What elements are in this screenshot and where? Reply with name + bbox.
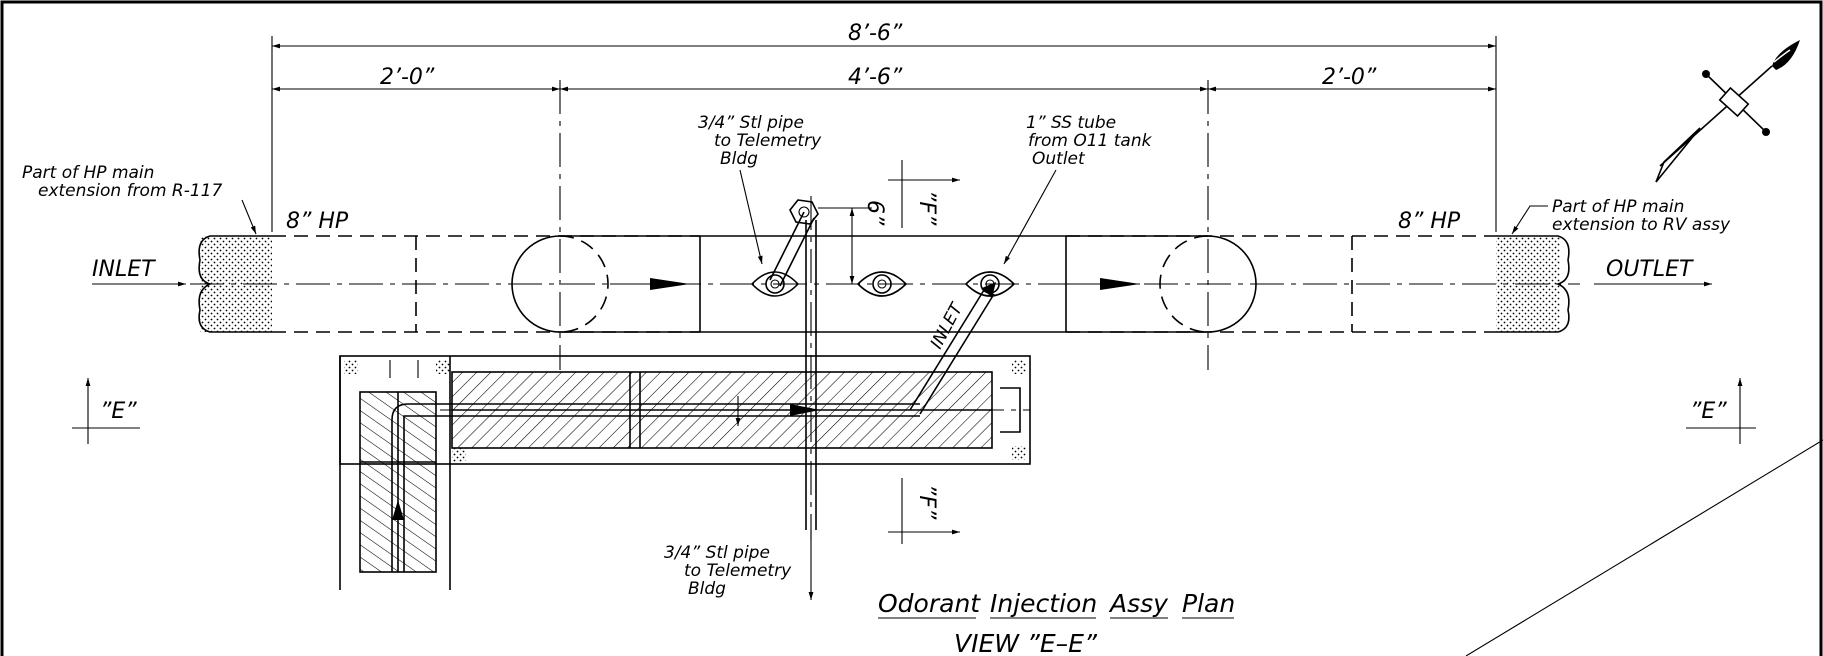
dimension-six-inch: 6” <box>862 200 887 226</box>
section-e-left-marker <box>72 378 140 444</box>
dimension-middle: 4’-6” <box>848 65 903 90</box>
inlet-label: INLET <box>92 257 156 282</box>
tube-leader <box>1003 169 1057 265</box>
pipe-bottom-note-line1: 3/4” Stl pipe <box>664 543 770 563</box>
drawing-title: Odorant Injection Assy Plan VIEW ”E–E” <box>878 589 1235 656</box>
hp-left-label: 8” HP <box>286 209 349 234</box>
title-view-label: VIEW ”E–E” <box>954 629 1098 656</box>
pipe-top-note-line3: Bldg <box>720 149 758 169</box>
tube-note-line1: 1” SS tube <box>1026 113 1116 133</box>
section-e-left-label: ”E” <box>100 399 137 424</box>
diagonal-border-line <box>1465 439 1823 656</box>
hp-main-pipe <box>190 80 1580 370</box>
part-left-leader <box>241 199 257 235</box>
pipe-bottom-note-line3: Bldg <box>688 579 726 599</box>
title-word-odorant: Odorant <box>878 589 981 618</box>
section-f-top-marker <box>888 160 960 228</box>
pipe-top-note-line2: to Telemetry <box>714 131 822 151</box>
dimension-right: 2’-0” <box>1322 65 1377 90</box>
part-left-note-line1: Part of HP main <box>22 163 154 183</box>
part-right-note-line1: Part of HP main <box>1552 197 1684 217</box>
north-arrow-icon <box>1655 40 1800 183</box>
hp-right-label: 8” HP <box>1398 209 1461 234</box>
section-f-bottom-label: ”F” <box>914 484 939 520</box>
dimension-vertical <box>818 207 872 284</box>
title-word-assy: Assy <box>1108 589 1169 618</box>
tube-note-line3: Outlet <box>1032 149 1086 169</box>
pipe-top-note-line1: 3/4” Stl pipe <box>698 113 804 133</box>
part-right-leader <box>1511 205 1548 235</box>
section-e-right-marker <box>1686 378 1756 444</box>
section-f-top-label: ”F” <box>914 190 939 226</box>
dimension-lines <box>271 36 1497 232</box>
title-word-injection: Injection <box>990 589 1097 618</box>
tube-note-line2: from O11 tank <box>1028 131 1153 151</box>
odorant-tank-assy <box>339 355 1031 590</box>
dimension-left: 2’-0” <box>380 65 435 90</box>
pipe-top-leader <box>739 169 763 265</box>
section-e-right-label: ”E” <box>1690 399 1727 424</box>
dimension-overall: 8’-6” <box>848 21 903 46</box>
pipe-bottom-note-line2: to Telemetry <box>684 561 792 581</box>
outlet-label: OUTLET <box>1606 257 1694 282</box>
part-right-note-line2: extension to RV assy <box>1552 215 1731 235</box>
section-f-bottom-marker <box>888 478 960 544</box>
title-word-plan: Plan <box>1182 589 1235 618</box>
part-left-note-line2: extension from R-117 <box>38 181 222 201</box>
